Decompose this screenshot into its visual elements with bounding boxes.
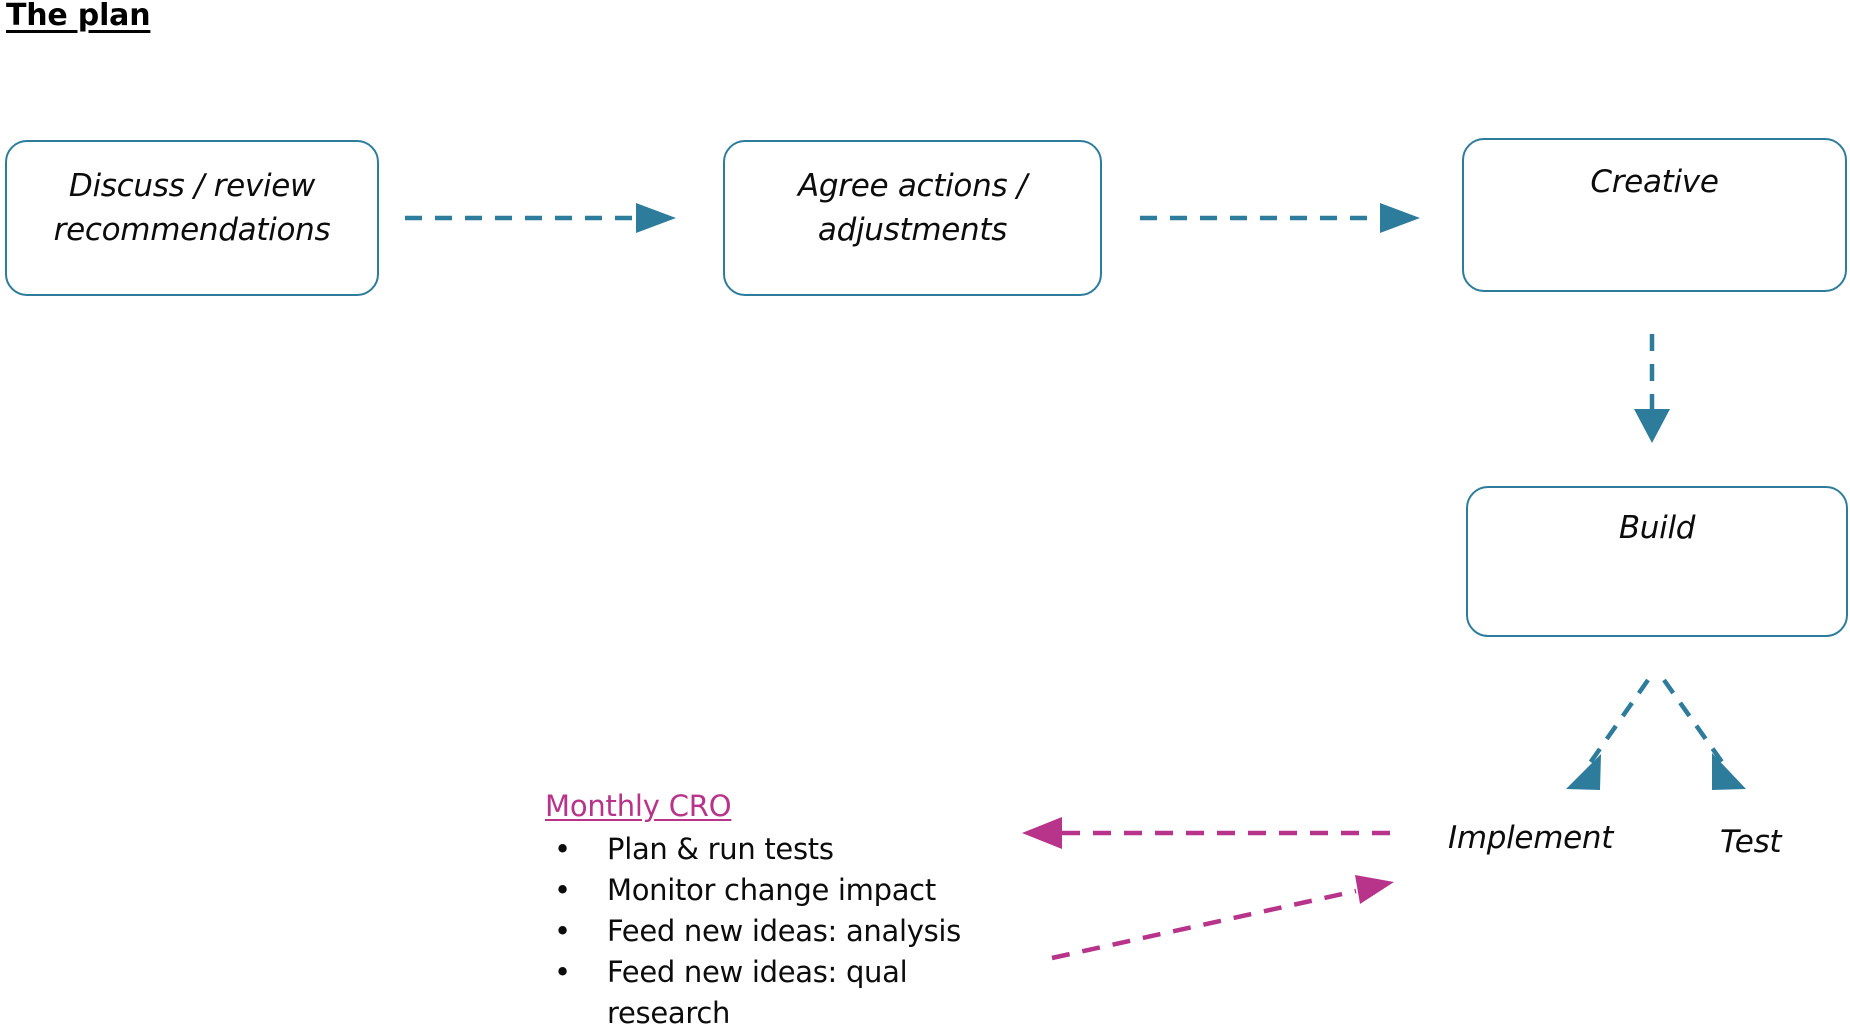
connector-implement-to-cro xyxy=(1022,817,1390,849)
list-item-label: Feed new ideas: qual research xyxy=(607,955,908,1026)
flow-box-build-label: Build xyxy=(1618,510,1696,546)
monthly-cro-heading: Monthly CRO xyxy=(545,789,732,823)
connector-cro-to-implement xyxy=(1051,875,1394,961)
flow-box-agree[interactable]: Agree actions / adjustments xyxy=(723,140,1102,296)
monthly-cro-list: • Plan & run tests • Monitor change impa… xyxy=(545,829,1005,1026)
flow-box-creative-label: Creative xyxy=(1590,164,1719,200)
monthly-cro-block: Monthly CRO • Plan & run tests • Monitor… xyxy=(545,786,1005,1026)
connector-discuss-to-agree xyxy=(405,203,676,233)
connector-build-to-test xyxy=(1662,678,1746,790)
connector-agree-to-creative xyxy=(1140,203,1420,233)
flow-box-build[interactable]: Build xyxy=(1466,486,1848,637)
flow-label-test: Test xyxy=(1720,824,1782,860)
flow-label-implement: Implement xyxy=(1448,820,1614,856)
bullet-icon: • xyxy=(554,832,571,866)
flow-box-creative[interactable]: Creative xyxy=(1462,138,1847,292)
list-item-label: Monitor change impact xyxy=(607,873,936,907)
flow-box-discuss-label: Discuss / review recommendations xyxy=(53,168,331,248)
list-item-label: Feed new ideas: analysis xyxy=(607,914,961,948)
list-item: • Feed new ideas: qual research xyxy=(545,952,1005,1026)
page-title: The plan xyxy=(6,0,151,33)
connector-creative-to-build xyxy=(1634,334,1670,443)
bullet-icon: • xyxy=(554,873,571,907)
bullet-icon: • xyxy=(554,955,571,989)
list-item: • Plan & run tests xyxy=(545,829,1005,870)
list-item-label: Plan & run tests xyxy=(607,832,834,866)
list-item: • Feed new ideas: analysis xyxy=(545,911,1005,952)
flow-box-discuss[interactable]: Discuss / review recommendations xyxy=(5,140,379,296)
bullet-icon: • xyxy=(554,914,571,948)
connector-build-to-implement xyxy=(1566,678,1650,790)
list-item: • Monitor change impact xyxy=(545,870,1005,911)
flow-box-agree-label: Agree actions / adjustments xyxy=(798,168,1027,248)
